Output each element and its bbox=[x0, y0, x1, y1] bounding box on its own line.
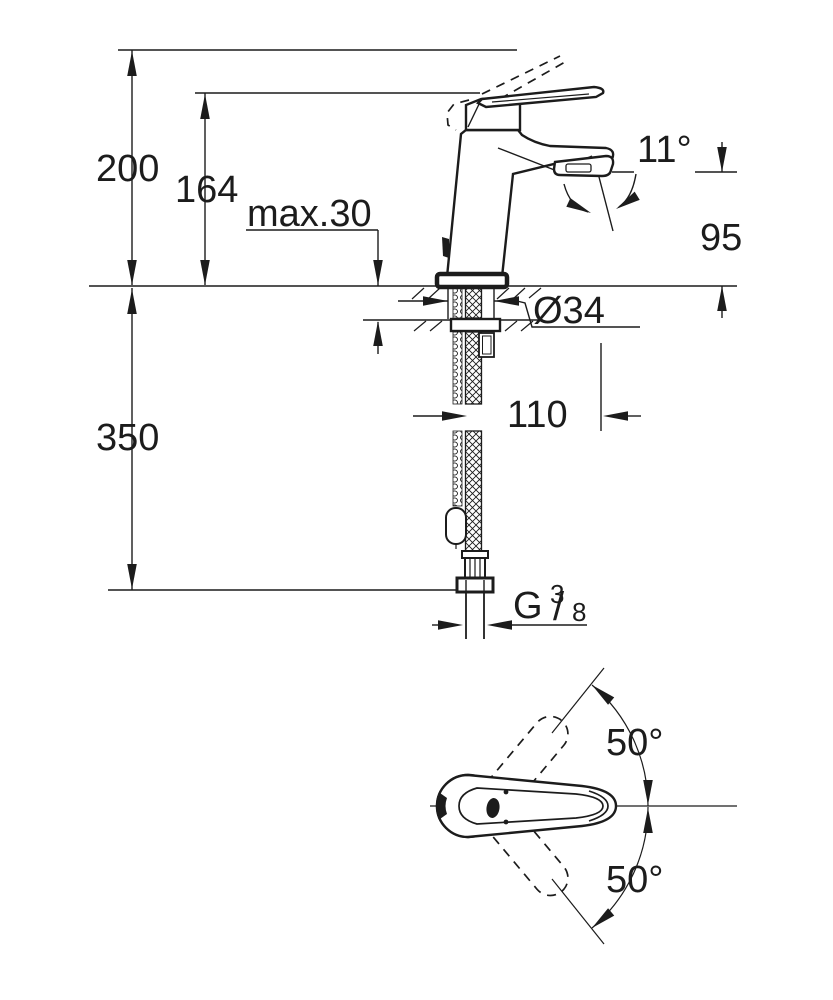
dim-outlet-height: 95 bbox=[700, 217, 742, 259]
flex-supply-hose bbox=[464, 287, 483, 552]
dim-spout-reach: 110 bbox=[507, 394, 568, 436]
mounting-nut bbox=[449, 317, 502, 333]
side-view: 11° 200 164 max.30 bbox=[89, 49, 742, 639]
top-view: 50° 50° bbox=[430, 667, 737, 945]
handle-inner-outline bbox=[458, 787, 604, 825]
cartridge-blob bbox=[486, 798, 500, 818]
handle-dot-bottom bbox=[503, 819, 509, 825]
mounting-bracket bbox=[478, 332, 495, 358]
hose-end-fitting bbox=[455, 550, 495, 639]
dim-spout-angle: 11° bbox=[637, 129, 692, 171]
dim-hose-length: 350 bbox=[96, 417, 159, 459]
dim-200: 200 bbox=[96, 50, 159, 285]
lever-handle-side bbox=[475, 85, 605, 109]
dim-164: 164 bbox=[175, 93, 238, 285]
handle-dot-top bbox=[503, 789, 509, 795]
base-flange bbox=[434, 271, 510, 290]
dim-thread-denominator: 8 bbox=[572, 597, 586, 627]
dim-swivel-up: 50° bbox=[606, 722, 663, 764]
dim-350: 350 bbox=[96, 288, 159, 590]
aerator bbox=[552, 154, 615, 178]
under-counter-assembly bbox=[445, 287, 502, 639]
dim-g38: G 3 / 8 bbox=[432, 579, 587, 630]
dim-95: 95 bbox=[700, 142, 742, 318]
dim-max-deck-thickness: max.30 bbox=[247, 193, 372, 235]
dim-thread-slash: / bbox=[553, 585, 565, 629]
swivel-angle-lower: 50° bbox=[551, 806, 663, 945]
dim-overall-height: 200 bbox=[96, 148, 159, 190]
handle-tip-arc bbox=[588, 790, 609, 822]
lever-handle-top bbox=[435, 773, 618, 839]
dim-thread-prefix: G bbox=[513, 585, 543, 627]
hose-hex-nut bbox=[455, 576, 495, 594]
dim-hole-diameter: Ø34 bbox=[533, 290, 605, 332]
dim-max30: max.30 bbox=[246, 193, 383, 354]
handle-raised-dashed bbox=[446, 55, 566, 131]
dim-thread-numerator: 3 bbox=[550, 579, 564, 609]
dim-height-to-spout: 164 bbox=[175, 169, 238, 211]
body-outline bbox=[445, 128, 615, 279]
dim-110: 110 bbox=[413, 343, 641, 436]
dim-o34: Ø34 bbox=[398, 290, 640, 332]
pop-up-rod-knob bbox=[445, 507, 467, 549]
escutcheon-crescent bbox=[437, 793, 447, 819]
dim-swivel-down: 50° bbox=[606, 859, 663, 901]
spout-angle-indicator: 11° bbox=[563, 129, 692, 232]
faucet-body-side bbox=[434, 55, 615, 290]
swivel-angle-upper: 50° bbox=[551, 667, 663, 807]
eco-button bbox=[442, 237, 449, 258]
reference-lines bbox=[89, 49, 737, 591]
